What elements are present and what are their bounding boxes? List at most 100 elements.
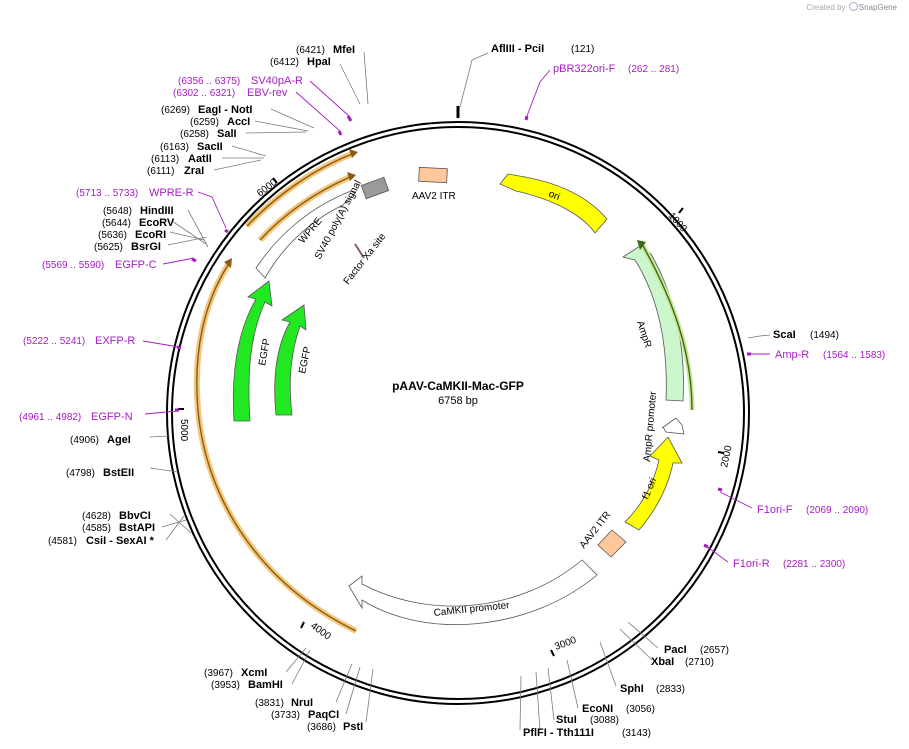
primer-name: EXFP-R xyxy=(95,335,135,347)
primer-leader-lines xyxy=(142,69,770,563)
enzyme-site-bbvCI[interactable]: BbvCI (4628) xyxy=(82,510,151,522)
enzyme-name: CsiI - SexAI * xyxy=(86,535,155,547)
enzyme-site-bamHI[interactable]: BamHI (3953) xyxy=(211,679,283,691)
enzyme-site-ecoRV[interactable]: EcoRV (5644) xyxy=(102,217,175,229)
enzyme-name: StuI xyxy=(556,714,577,726)
primer-range: (1564 .. 1583) xyxy=(823,350,885,361)
primer-mark-ebv-rev xyxy=(337,130,343,136)
enzyme-site-ecoNI[interactable]: EcoNI (3056) xyxy=(582,703,655,715)
primer-name: WPRE-R xyxy=(149,187,194,199)
enzyme-site-bstEII[interactable]: BstEII (4798) xyxy=(66,467,134,479)
enzyme-site-mfeI[interactable]: MfeI (6421) xyxy=(296,44,355,56)
enzyme-position: (3733) xyxy=(271,710,300,721)
tick-3000 xyxy=(550,649,555,657)
aav2-itr-top-label: AAV2 ITR xyxy=(412,191,456,202)
enzyme-site-bsrGI[interactable]: BsrGI (5625) xyxy=(94,241,161,253)
enzyme-site-eagI-notI[interactable]: EagI - NotI (6269) xyxy=(161,104,252,116)
enzyme-site-aflIII-pciI[interactable]: AflIII - PciI (121) xyxy=(491,43,594,55)
orf-top-inner-line xyxy=(259,176,351,241)
enzyme-name: EcoRI xyxy=(135,229,166,241)
enzyme-site-pacI[interactable]: PacI (2657) xyxy=(664,644,729,656)
enzyme-site-ageI[interactable]: AgeI (4906) xyxy=(70,434,131,446)
ori-label: ori xyxy=(547,189,561,203)
enzyme-site-xcmI[interactable]: XcmI (3967) xyxy=(204,667,267,679)
enzyme-position: (3953) xyxy=(211,680,240,691)
enzyme-name: BstEII xyxy=(103,467,134,479)
enzyme-position: (5648) xyxy=(103,206,132,217)
primer-ebv-rev[interactable]: EBV-rev (6302 .. 6321) xyxy=(173,87,288,99)
primer-labels: pBR322ori-F (262 .. 281) Amp-R (1564 .. … xyxy=(19,63,885,570)
enzyme-name: NruI xyxy=(291,697,313,709)
enzyme-site-nruI[interactable]: NruI (3831) xyxy=(255,697,313,709)
enzyme-site-aatII[interactable]: AatII (6113) xyxy=(151,153,212,165)
primer-wpre-r[interactable]: WPRE-R (5713 .. 5733) xyxy=(76,187,194,199)
tick-1000 xyxy=(678,207,684,214)
enzyme-name: EcoNI xyxy=(582,703,613,715)
enzyme-site-hindIII[interactable]: HindIII (5648) xyxy=(103,205,174,217)
primer-f1ori-f[interactable]: F1ori-F (2069 .. 2090) xyxy=(757,504,868,516)
enzyme-site-scaI[interactable]: ScaI (1494) xyxy=(773,329,839,341)
primer-range: (5713 .. 5733) xyxy=(76,188,138,199)
primer-range: (262 .. 281) xyxy=(628,64,679,75)
enzyme-name: PflFI - Tth111I xyxy=(523,727,594,739)
enzyme-name: HindIII xyxy=(140,205,174,217)
primer-name: pBR322ori-F xyxy=(553,63,616,75)
plasmid-backbone xyxy=(166,106,750,705)
credit-prefix: Created by xyxy=(806,3,846,12)
egfp-inner-feature xyxy=(274,304,307,416)
enzyme-site-ecoRI[interactable]: EcoRI (5636) xyxy=(98,229,166,241)
enzyme-site-accI[interactable]: AccI (6259) xyxy=(190,116,250,128)
primer-sv40pa-r[interactable]: SV40pA-R (6356 .. 6375) xyxy=(178,75,303,87)
enzyme-site-zraI[interactable]: ZraI (6111) xyxy=(147,165,204,177)
enzyme-name: EcoRV xyxy=(139,217,175,229)
snapgene-credit: Created by SnapGene xyxy=(806,2,897,12)
enzyme-name: PacI xyxy=(664,644,687,656)
orf-outer-arrowhead xyxy=(224,258,232,268)
primer-f1ori-r[interactable]: F1ori-R (2281 .. 2300) xyxy=(733,558,845,570)
primer-mark-f1ori-f xyxy=(717,487,723,492)
enzyme-site-xbaI[interactable]: XbaI (2710) xyxy=(651,656,714,668)
enzyme-site-hpaI[interactable]: HpaI (6412) xyxy=(270,56,331,68)
egfp-outer-label: EGFP xyxy=(257,337,273,366)
enzyme-position: (2833) xyxy=(656,684,685,695)
enzyme-site-salI[interactable]: SalI (6258) xyxy=(180,128,237,140)
primer-egfp-c[interactable]: EGFP-C (5569 .. 5590) xyxy=(42,259,157,271)
factor-xa-site-feature xyxy=(354,243,365,259)
primer-mark-egfp-c xyxy=(191,257,197,263)
plasmid-name: pAAV-CaMKII-Mac-GFP xyxy=(392,379,524,393)
primer-exfp-r[interactable]: EXFP-R (5222 .. 5241) xyxy=(23,335,135,347)
primer-marks xyxy=(175,115,751,549)
primer-name: F1ori-R xyxy=(733,558,770,570)
enzyme-leader-lines xyxy=(149,51,771,731)
enzyme-name: BstAPI xyxy=(119,522,155,534)
enzyme-position: (5644) xyxy=(102,218,131,229)
primer-mark-sv40pa-r xyxy=(346,115,353,122)
primer-range: (5222 .. 5241) xyxy=(23,336,85,347)
enzyme-name: AflIII - PciI xyxy=(491,43,544,55)
enzyme-site-sphI[interactable]: SphI (2833) xyxy=(620,683,685,695)
enzyme-position: (6269) xyxy=(161,105,190,116)
enzyme-position: (3967) xyxy=(204,668,233,679)
enzyme-position: (5636) xyxy=(98,230,127,241)
enzyme-site-pflFI-tth111I[interactable]: PflFI - Tth111I (3143) xyxy=(523,727,651,739)
enzyme-site-stuI[interactable]: StuI (3088) xyxy=(556,714,619,726)
enzyme-position: (121) xyxy=(571,44,594,55)
enzyme-name: XbaI xyxy=(651,656,674,668)
enzyme-site-sacII[interactable]: SacII (6163) xyxy=(160,141,223,153)
primer-range: (5569 .. 5590) xyxy=(42,260,104,271)
enzyme-site-csiI-sexAI[interactable]: CsiI - SexAI * (4581) xyxy=(48,535,155,547)
egfp-outer-feature xyxy=(232,280,273,422)
enzyme-name: PstI xyxy=(343,721,363,733)
enzyme-site-bstAPI[interactable]: BstAPI (4585) xyxy=(82,522,155,534)
tick-label-5000: 5000 xyxy=(178,419,189,442)
primer-pbr322ori-f[interactable]: pBR322ori-F (262 .. 281) xyxy=(553,63,679,75)
primer-egfp-n[interactable]: EGFP-N (4961 .. 4982) xyxy=(19,411,133,423)
plasmid-size: 6758 bp xyxy=(438,395,478,407)
enzyme-site-paqCI[interactable]: PaqCI (3733) xyxy=(271,709,339,721)
primer-range: (4961 .. 4982) xyxy=(19,412,81,423)
primer-amp-r[interactable]: Amp-R (1564 .. 1583) xyxy=(775,349,885,361)
sv40-polya-feature xyxy=(360,176,390,200)
enzyme-name: HpaI xyxy=(307,56,331,68)
enzyme-site-pstI[interactable]: PstI (3686) xyxy=(307,721,363,733)
enzyme-name: SacII xyxy=(197,141,223,153)
